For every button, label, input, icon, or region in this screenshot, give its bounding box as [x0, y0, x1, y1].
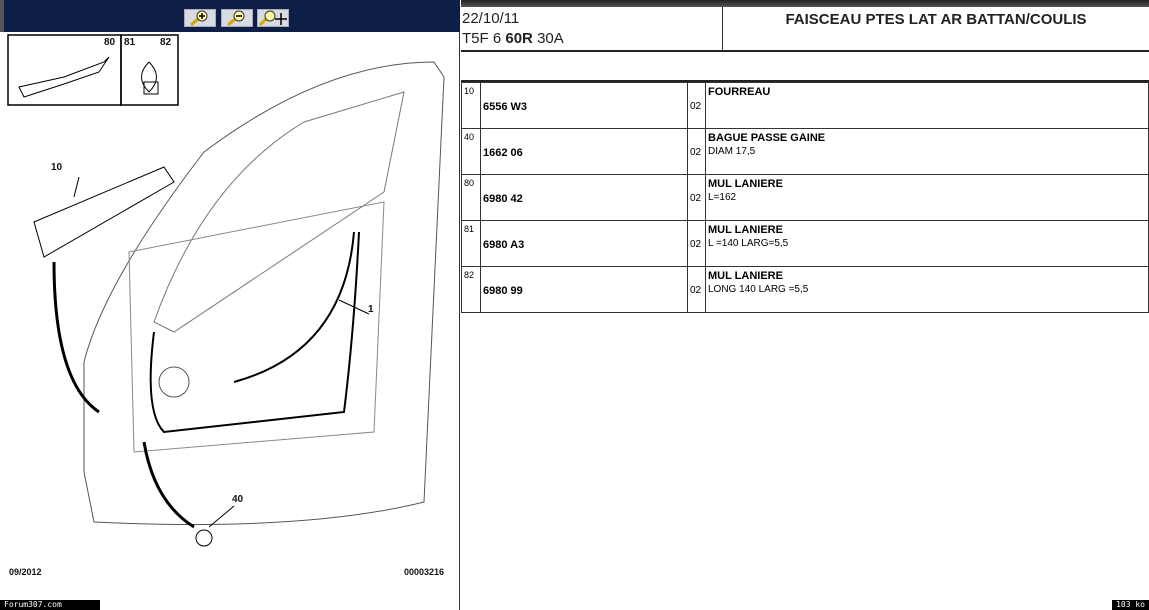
part-name: MUL LANIERE [708, 224, 783, 236]
page-title: FAISCEAU PTES LAT AR BATTAN/COULIS [785, 11, 1087, 28]
part-description: MUL LANIERE L=162 [705, 174, 1149, 221]
callout-82: 82 [160, 37, 172, 48]
door-harness-illustration [7, 34, 445, 547]
parts-panel: 22/10/11 T5F 6 60R 30A FAISCEAU PTES LAT… [461, 0, 1149, 610]
zoom-out-button[interactable] [221, 9, 253, 27]
site-label: Forum307.com [0, 600, 100, 610]
part-detail: LONG 140 LARG =5,5 [708, 284, 809, 295]
part-name: FOURREAU [708, 86, 771, 98]
part-qty: 02 [687, 174, 706, 221]
drawing-date: 09/2012 [9, 567, 42, 577]
part-number: 10 [461, 82, 481, 129]
table-row[interactable]: 80 6980 42 02 MUL LANIERE L=162 [461, 174, 1149, 221]
part-description: MUL LANIERE LONG 140 LARG =5,5 [705, 266, 1149, 313]
table-row[interactable]: 82 6980 99 02 MUL LANIERE LONG 140 LARG =… [461, 266, 1149, 313]
part-qty: 02 [687, 82, 706, 129]
vehicle-code: T5F 6 60R 30A [462, 30, 564, 47]
part-description: MUL LANIERE L =140 LARG=5,5 [705, 220, 1149, 267]
part-description: BAGUE PASSE GAINE DIAM 17,5 [705, 128, 1149, 175]
part-ref: 6980 A3 [480, 220, 688, 267]
diagram-panel: 80 81 82 10 1 40 09/2012 00003216 [0, 0, 460, 610]
table-row[interactable]: 81 6980 A3 02 MUL LANIERE L =140 LARG=5,5 [461, 220, 1149, 267]
part-name: MUL LANIERE [708, 270, 783, 282]
zoom-out-icon [227, 10, 245, 26]
part-description: FOURREAU [705, 82, 1149, 129]
zoom-in-button[interactable] [184, 9, 216, 27]
callout-80: 80 [104, 37, 116, 48]
callout-1: 1 [368, 304, 374, 315]
zoom-toolbar [0, 0, 460, 32]
part-number: 80 [461, 174, 481, 221]
parts-header: 22/10/11 T5F 6 60R 30A FAISCEAU PTES LAT… [461, 7, 1149, 52]
part-number: 81 [461, 220, 481, 267]
part-name: MUL LANIERE [708, 178, 783, 190]
part-detail: DIAM 17,5 [708, 146, 756, 157]
part-detail: L =140 LARG=5,5 [708, 238, 789, 249]
part-number: 40 [461, 128, 481, 175]
part-qty: 02 [687, 128, 706, 175]
zoom-fit-button[interactable] [257, 9, 289, 27]
part-ref: 6980 99 [480, 266, 688, 313]
part-detail: L=162 [708, 192, 737, 203]
part-qty: 02 [687, 266, 706, 313]
part-ref: 1662 06 [480, 128, 688, 175]
table-row[interactable]: 10 6556 W3 02 FOURREAU [461, 82, 1149, 129]
part-number: 82 [461, 266, 481, 313]
table-row[interactable]: 40 1662 06 02 BAGUE PASSE GAINE DIAM 17,5 [461, 128, 1149, 175]
callout-81: 81 [124, 37, 136, 48]
zoom-pan-icon [258, 10, 287, 26]
file-size: 103 ko [1112, 600, 1149, 610]
top-bar [461, 0, 1149, 7]
part-ref: 6556 W3 [480, 82, 688, 129]
parts-drawing: 80 81 82 10 1 40 09/2012 00003216 [4, 32, 460, 592]
blank-row [461, 52, 1149, 82]
part-ref: 6980 42 [480, 174, 688, 221]
drawing-ref: 00003216 [404, 567, 445, 577]
part-qty: 02 [687, 220, 706, 267]
callout-10: 10 [51, 162, 63, 173]
zoom-in-icon [190, 10, 208, 26]
part-name: BAGUE PASSE GAINE [708, 132, 826, 144]
header-date: 22/10/11 [462, 10, 520, 27]
callout-40: 40 [232, 494, 244, 505]
